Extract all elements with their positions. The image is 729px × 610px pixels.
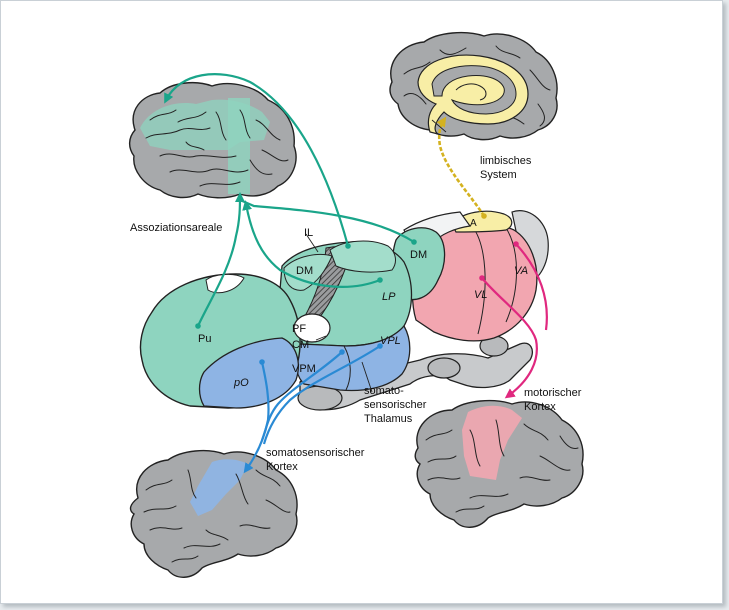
nucleus-dm-left-label: DM	[296, 265, 313, 277]
nucleus-pf-label: PF	[292, 323, 306, 335]
pu-origin-dot	[195, 323, 201, 329]
somato-thalamus-label-line2: sensorischer	[364, 399, 427, 411]
leader-lines	[305, 119, 447, 393]
nucleus-pu-label: Pu	[198, 333, 211, 345]
nucleus-lp-label: LP	[382, 291, 396, 303]
motor-cortex-brain	[414, 399, 584, 528]
motor-projections	[481, 243, 548, 399]
lp-origin-dot	[377, 277, 383, 283]
po-origin-dot	[259, 359, 265, 365]
il-origin-dot	[345, 243, 351, 249]
somato-cortex-label-line2: Kortex	[266, 461, 298, 473]
a-origin-dot	[481, 213, 487, 219]
nucleus-va-label: VA	[514, 265, 528, 277]
somato-thalamus-label-line1: somato-	[364, 385, 404, 397]
somatosensory-cortex-brain	[129, 449, 298, 578]
thalamus-model	[139, 210, 549, 411]
vl-origin-dot	[479, 275, 485, 281]
limbic-label-line1: limbisches	[480, 155, 532, 167]
somatosensory-projections	[243, 345, 381, 474]
va-origin-dot	[513, 241, 519, 247]
association-label: Assoziationsareale	[130, 222, 222, 234]
nucleus-po-label: pO	[233, 377, 249, 389]
vpl-origin-dot	[377, 343, 383, 349]
limbic-system-brain	[389, 31, 558, 141]
association-cortex-brain	[128, 81, 297, 199]
nucleus-dm-right-label: DM	[410, 249, 427, 261]
somato-thalamus-label-line3: Thalamus	[364, 413, 413, 425]
motor-label-line2: Kortex	[524, 401, 556, 413]
motor-label-line1: motorischer	[524, 387, 582, 399]
limbic-projection	[436, 116, 486, 217]
association-projections	[164, 73, 415, 327]
limbic-label-line2: System	[480, 169, 517, 181]
vpm-origin-dot	[339, 349, 345, 355]
dm-origin-dot	[411, 239, 417, 245]
nucleus-cm-label: CM	[292, 339, 309, 351]
nucleus-vpm-label: VPM	[292, 363, 316, 375]
nucleus-a-label: A	[470, 218, 477, 229]
somato-cortex-label-line1: somatosensorischer	[266, 447, 365, 459]
nucleus-vl-label: VL	[474, 289, 487, 301]
nucleus-il-label: IL	[304, 227, 313, 239]
nucleus-vpl-label: VPL	[380, 335, 401, 347]
